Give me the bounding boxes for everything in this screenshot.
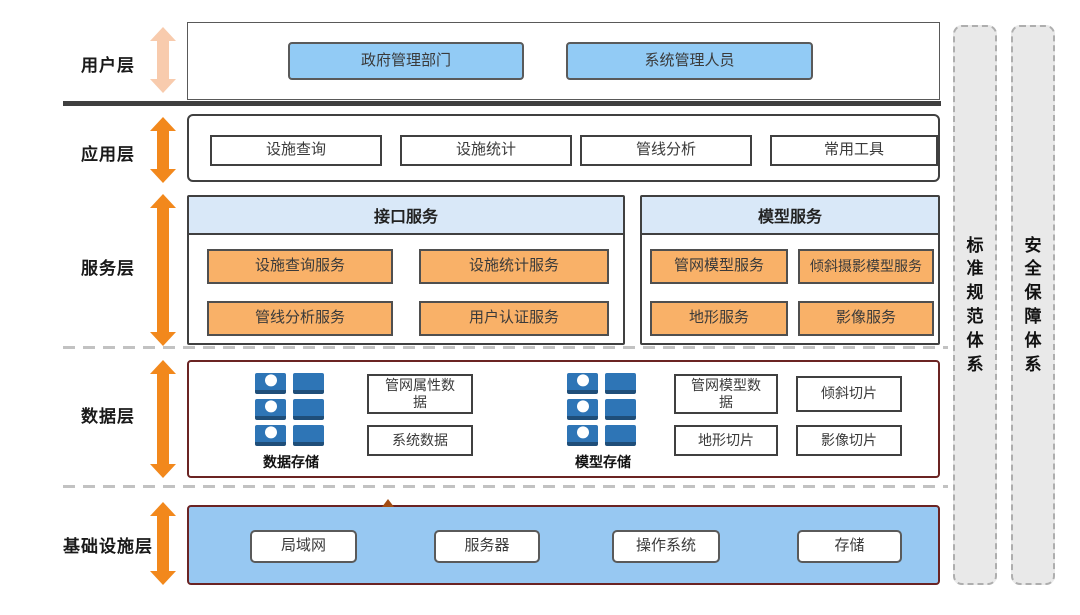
infra-item-server: 服务器 bbox=[434, 530, 540, 563]
data-layer-label: 数据层 bbox=[81, 407, 135, 426]
infra-layer-label: 基础设施层 bbox=[63, 537, 153, 556]
infra-item-storage: 存储 bbox=[797, 530, 902, 563]
model-service-header: 模型服务 bbox=[642, 197, 938, 235]
standard-spec-system-bar: 标准规范体系 bbox=[953, 25, 997, 585]
app-item-facility-stats: 设施统计 bbox=[400, 135, 572, 166]
data-layer-arrow-icon bbox=[150, 360, 176, 478]
box-imagery-tiles: 影像切片 bbox=[796, 425, 902, 456]
user-layer-label: 用户层 bbox=[81, 56, 135, 75]
user-layer-arrow-icon bbox=[150, 27, 176, 93]
model-service-group: 模型服务 管网模型服务 倾斜摄影模型服务 地形服务 影像服务 bbox=[640, 195, 940, 345]
model-storage-icon bbox=[567, 373, 636, 446]
box-pipenet-attr-data: 管网属性数据 bbox=[367, 374, 473, 414]
app-item-common-tools: 常用工具 bbox=[770, 135, 938, 166]
app-layer-label: 应用层 bbox=[81, 145, 135, 164]
service-layer-arrow-icon bbox=[150, 194, 176, 346]
user-app-divider bbox=[63, 101, 941, 106]
app-item-pipeline-analysis: 管线分析 bbox=[580, 135, 752, 166]
service-data-divider bbox=[63, 346, 948, 349]
security-assurance-system-label: 安全保障体系 bbox=[1024, 235, 1042, 374]
interface-service-header: 接口服务 bbox=[189, 197, 623, 235]
user-layer-panel: 政府管理部门 系统管理人员 bbox=[187, 22, 940, 100]
user-item-sysadmin: 系统管理人员 bbox=[566, 42, 813, 80]
infra-layer-arrow-icon bbox=[150, 502, 176, 585]
box-system-data: 系统数据 bbox=[367, 425, 473, 456]
svc-terrain: 地形服务 bbox=[650, 301, 788, 336]
infra-layer-panel: 局域网 服务器 操作系统 存储 bbox=[187, 499, 940, 585]
svc-facility-stats: 设施统计服务 bbox=[419, 249, 609, 284]
app-item-facility-query: 设施查询 bbox=[210, 135, 382, 166]
app-layer-arrow-icon bbox=[150, 117, 176, 183]
service-layer-label: 服务层 bbox=[81, 259, 135, 278]
svc-pipenet-model: 管网模型服务 bbox=[650, 249, 788, 284]
infra-item-lan: 局域网 bbox=[250, 530, 357, 563]
svc-pipeline-analysis: 管线分析服务 bbox=[207, 301, 393, 336]
box-pipenet-model-data: 管网模型数据 bbox=[674, 374, 778, 414]
app-layer-panel: 设施查询 设施统计 管线分析 常用工具 bbox=[187, 114, 940, 182]
user-item-government: 政府管理部门 bbox=[288, 42, 524, 80]
svc-imagery: 影像服务 bbox=[798, 301, 934, 336]
data-storage-icon bbox=[255, 373, 324, 446]
connector-arrowhead-icon bbox=[382, 499, 394, 507]
interface-service-group: 接口服务 设施查询服务 设施统计服务 管线分析服务 用户认证服务 bbox=[187, 195, 625, 345]
data-infra-divider bbox=[63, 485, 948, 488]
svc-user-auth: 用户认证服务 bbox=[419, 301, 609, 336]
model-storage-caption: 模型存储 bbox=[575, 454, 631, 470]
box-oblique-tiles: 倾斜切片 bbox=[796, 376, 902, 412]
security-assurance-system-bar: 安全保障体系 bbox=[1011, 25, 1055, 585]
svc-oblique-model: 倾斜摄影模型服务 bbox=[798, 249, 934, 284]
infra-item-os: 操作系统 bbox=[612, 530, 720, 563]
standard-spec-system-label: 标准规范体系 bbox=[966, 235, 984, 374]
data-layer-panel: 数据存储 管网属性数据 系统数据 模型存储 管网模型数据 倾斜切片 地形切片 影… bbox=[187, 360, 940, 478]
svc-facility-query: 设施查询服务 bbox=[207, 249, 393, 284]
box-terrain-tiles: 地形切片 bbox=[674, 425, 778, 456]
data-storage-caption: 数据存储 bbox=[263, 454, 319, 470]
